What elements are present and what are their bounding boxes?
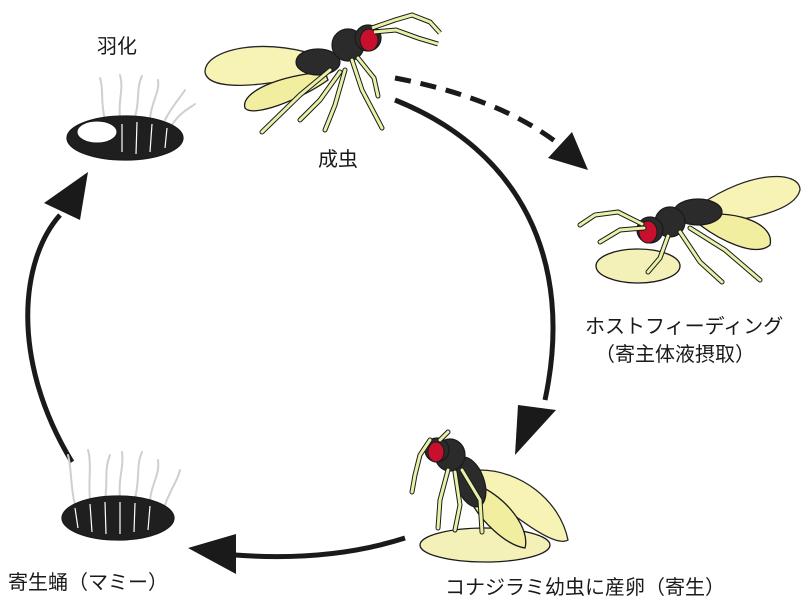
cycle-arrows [25,75,588,574]
arrow-head-mummy [188,534,236,574]
host-feeding-illustration [577,175,801,285]
adult-antenna [371,13,442,35]
ovi-antennae-legs [409,429,485,535]
hf-antennae-legs [577,209,763,285]
host-nymph-bottom [419,527,551,563]
mummy-fringe [74,501,151,535]
label-host-feeding-sub: （寄主体液摂取） [595,342,755,366]
arrow-head-hostfeeding [548,132,588,170]
emergence-illustration [66,74,196,161]
mummy-bristles [67,449,181,506]
adult-eye [359,28,379,52]
hf-wing-lower [699,213,771,251]
adult-antenna [373,28,439,46]
mummy-illustration [61,449,181,541]
arrow-oviposition-to-mummy [234,535,406,560]
adult-abdomen [295,48,341,76]
arrow-head-oviposition [515,405,556,455]
label-mummy: 寄生蛹（マミー） [8,570,168,594]
adult-legs [259,55,385,135]
arrow-head-emergence [44,172,88,220]
label-host-feeding: ホストフィーディング [585,314,784,338]
ovi-eye [427,441,445,463]
emergence-bristles [99,74,196,126]
emergence-fringe [121,121,168,155]
emergence-hole [76,120,118,144]
arrow-adult-to-oviposition [394,97,556,401]
label-emergence: 羽化 [97,34,137,58]
oviposition-illustration [409,429,569,563]
host-nymph-right [595,248,681,284]
label-oviposition: コナジラミ幼虫に産卵（寄生） [445,575,725,599]
adult-wasp-illustration [204,12,442,135]
label-adult: 成虫 [318,147,358,171]
arrow-adult-to-hostfeeding [394,75,562,147]
mummy-body [61,495,175,541]
arrow-mummy-to-emergence [25,213,75,464]
